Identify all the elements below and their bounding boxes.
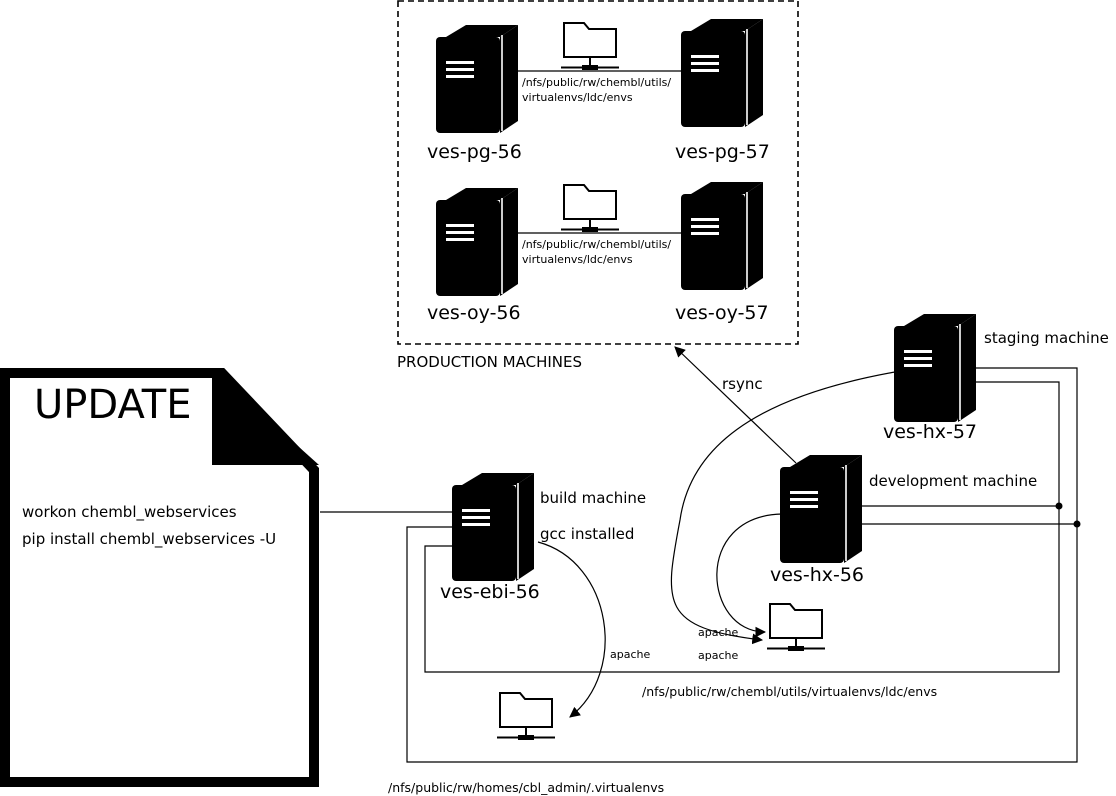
share-path-utils: /nfs/public/rw/chembl/utils/virtualenvs/…	[642, 684, 937, 699]
junction-dot	[1055, 502, 1063, 510]
server-tower-icon	[680, 18, 764, 128]
build-role: build machine	[540, 489, 646, 507]
production-title: PRODUCTION MACHINES	[397, 353, 582, 371]
apache-dev-label-1: apache	[698, 626, 738, 639]
update-command-2: pip install chembl_webservices -U	[22, 530, 276, 549]
share-path-pg-line2: virtualenvs/ldc/envs	[522, 91, 633, 104]
share-path-oy-line2: virtualenvs/ldc/envs	[522, 253, 633, 266]
update-command-1: workon chembl_webservices	[22, 503, 237, 522]
server-tower-icon	[435, 187, 519, 297]
apache-build-label: apache	[610, 648, 650, 661]
build-note: gcc installed	[540, 525, 634, 543]
junction-dot	[1073, 520, 1081, 528]
update-title: UPDATE	[34, 382, 191, 428]
staging-apache-arrow	[670, 371, 896, 645]
staging-inner-link	[424, 381, 1060, 673]
server-tower-icon	[451, 472, 535, 582]
network-folder-icon	[560, 184, 620, 233]
apache-dev-label-2: apache	[698, 649, 738, 662]
network-folder-icon	[766, 603, 826, 652]
share-path-homes: /nfs/public/rw/homes/cbl_admin/.virtuale…	[388, 780, 664, 795]
server-tower-icon	[435, 24, 519, 134]
server-label-oy-57: ves-oy-57	[675, 302, 769, 324]
rsync-arrow	[674, 346, 797, 464]
dev-server-label: ves-hx-56	[770, 564, 864, 586]
build-server-label: ves-ebi-56	[440, 581, 540, 603]
server-label-oy-56: ves-oy-56	[427, 302, 521, 324]
rsync-label: rsync	[722, 375, 763, 393]
document-icon	[0, 368, 319, 787]
network-folder-icon	[560, 22, 620, 71]
dev-role: development machine	[869, 472, 1037, 490]
server-tower-icon	[680, 181, 764, 291]
server-tower-icon	[893, 313, 977, 423]
dev-apache-arrow	[716, 513, 783, 638]
server-label-pg-56: ves-pg-56	[427, 141, 522, 163]
staging-role: staging machine	[984, 329, 1109, 347]
share-path-pg-line1: /nfs/public/rw/chembl/utils/	[522, 76, 671, 89]
staging-server-label: ves-hx-57	[883, 421, 977, 443]
production-group	[397, 0, 799, 345]
server-label-pg-57: ves-pg-57	[675, 141, 770, 163]
staging-outer-link	[406, 367, 1078, 763]
build-apache-arrow	[537, 541, 606, 718]
server-tower-icon	[779, 454, 863, 564]
share-path-oy-line1: /nfs/public/rw/chembl/utils/	[522, 238, 671, 251]
network-folder-icon	[496, 692, 556, 741]
